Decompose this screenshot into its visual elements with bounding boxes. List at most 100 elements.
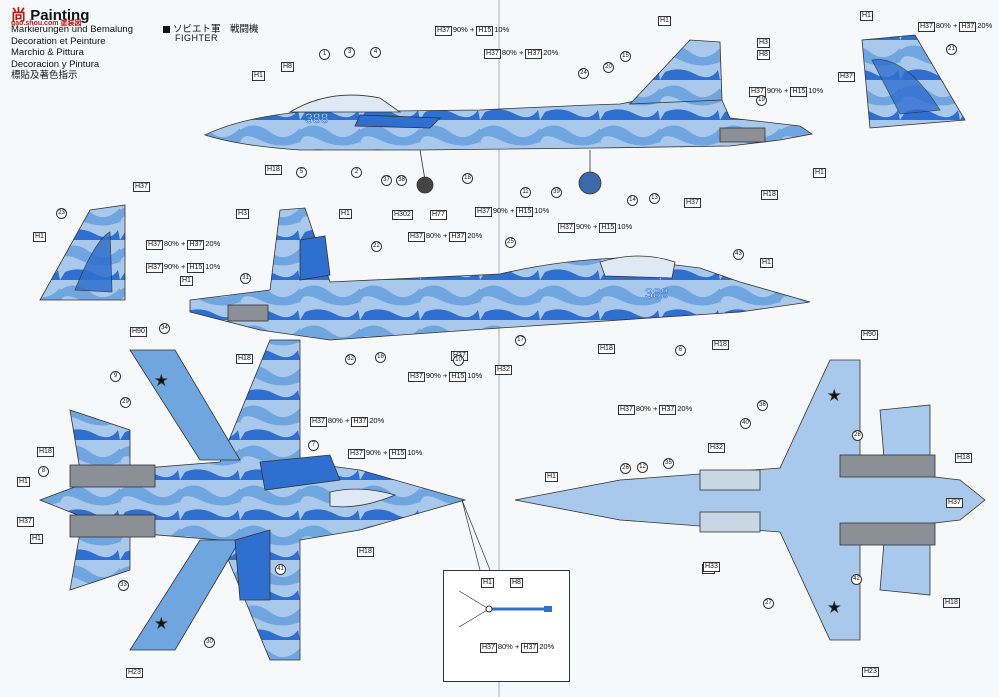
code-h33-under: H33 xyxy=(703,562,720,572)
callout-9: 9 xyxy=(110,371,121,382)
svg-text:★: ★ xyxy=(828,599,841,615)
code-h1-under: H1 xyxy=(545,472,558,482)
translation-chinese: 標貼及著色指示 xyxy=(11,70,78,81)
code-h18: H18 xyxy=(265,165,282,175)
side-profile-left xyxy=(203,39,814,195)
probe-detail-inset xyxy=(443,570,570,682)
translation-french: Decoration et Peinture xyxy=(11,35,106,47)
callout-32: 32 xyxy=(345,354,356,365)
painting-translations: Markierungen und Bemalung Decoration et … xyxy=(11,24,133,82)
callout-31: 31 xyxy=(240,273,251,284)
translation-german: Markierungen und Bemalung xyxy=(11,24,133,35)
code-h1-fin: H1 xyxy=(658,16,671,26)
aircraft-subtitle-en: FIGHTER xyxy=(175,33,218,43)
pitot-probe-detail xyxy=(458,590,552,628)
callout-4: 4 xyxy=(370,47,381,58)
callout-16: 16 xyxy=(375,352,386,363)
callout-21: 21 xyxy=(946,44,957,55)
code-h77: H77 xyxy=(430,210,447,220)
code-h18-left: H18 xyxy=(37,447,54,457)
code-h18-right: H18 xyxy=(712,340,729,350)
callout-19: 19 xyxy=(756,95,767,106)
svg-text:★: ★ xyxy=(155,372,168,388)
code-h37: H37 xyxy=(684,198,701,208)
callout-17: 17 xyxy=(515,335,526,346)
callout-8: 8 xyxy=(38,466,49,477)
code-h37-fin2: H37 xyxy=(838,72,855,82)
aircraft-subtitle: ソビエト軍 戦闘機 xyxy=(163,21,259,35)
svg-text:★: ★ xyxy=(828,387,841,403)
tail-number-middle: 388 xyxy=(645,285,669,301)
callout-43: 43 xyxy=(733,249,744,260)
code-h8-fin: H8 xyxy=(757,50,770,60)
code-h1: H1 xyxy=(252,71,265,81)
code-h37-left: H37 xyxy=(17,517,34,527)
callout-34: 34 xyxy=(159,323,170,334)
callout-22: 22 xyxy=(371,241,382,252)
code-h3-mid: H3 xyxy=(236,209,249,219)
code-h3: H3 xyxy=(757,38,770,48)
code-h1-nose: H1 xyxy=(180,276,193,286)
callout-3: 3 xyxy=(344,47,355,58)
callout-37: 37 xyxy=(381,175,392,186)
under-view-right: ★ ★ xyxy=(514,359,986,641)
code-h1-left: H1 xyxy=(17,477,30,487)
translation-italian: Marchio & Pittura xyxy=(11,47,84,58)
code-h23-bottom: H23 xyxy=(126,668,143,678)
code-h32-mid: H32 xyxy=(495,365,512,375)
code-h18-bottom: H18 xyxy=(357,547,374,557)
callout-40: 40 xyxy=(740,418,751,429)
callout-25: 25 xyxy=(505,237,516,248)
painting-title: 尚 Painting xyxy=(11,4,89,25)
code-h1-right: H1 xyxy=(760,258,773,268)
callout-36: 36 xyxy=(757,400,768,411)
callout-41: 41 xyxy=(275,564,286,575)
bullet-square-icon xyxy=(163,25,170,33)
tail-number-top: 388 xyxy=(305,110,329,126)
callout-27: 27 xyxy=(763,598,774,609)
callout-33: 33 xyxy=(118,580,129,591)
translation-spanish: Decoracion y Pintura xyxy=(11,58,100,70)
code-h1-mid: H1 xyxy=(339,209,352,219)
code-h1-left2: H1 xyxy=(30,534,43,544)
fin-view-left-middle xyxy=(39,204,126,301)
callout-13: 13 xyxy=(649,193,660,204)
code-h23-right: H23 xyxy=(862,667,879,677)
code-h302: H302 xyxy=(392,210,413,220)
code-h1-side: H1 xyxy=(33,232,46,242)
callout-7: 7 xyxy=(308,440,319,451)
code-h90-right: H90 xyxy=(861,330,878,340)
callout-12: 12 xyxy=(637,462,648,473)
callout-24: 24 xyxy=(578,68,589,79)
callout-11: 11 xyxy=(520,187,531,198)
code-h32-under: H32 xyxy=(708,443,725,453)
callout-6: 6 xyxy=(675,345,686,356)
top-view-left: ★ ★ xyxy=(38,339,467,661)
svg-text:★: ★ xyxy=(155,615,168,631)
code-h18-under2: H18 xyxy=(943,598,960,608)
callout-38: 38 xyxy=(396,175,407,186)
inset-code-h1: H1 xyxy=(481,578,494,588)
callout-28: 28 xyxy=(852,430,863,441)
callout-30: 30 xyxy=(204,637,215,648)
callout-29: 29 xyxy=(120,397,131,408)
callout-23: 23 xyxy=(56,208,67,219)
code-h37-under: H37 xyxy=(946,498,963,508)
callout-15: 15 xyxy=(620,51,631,62)
code-h37-side: H37 xyxy=(133,182,150,192)
callout-2: 2 xyxy=(351,167,362,178)
